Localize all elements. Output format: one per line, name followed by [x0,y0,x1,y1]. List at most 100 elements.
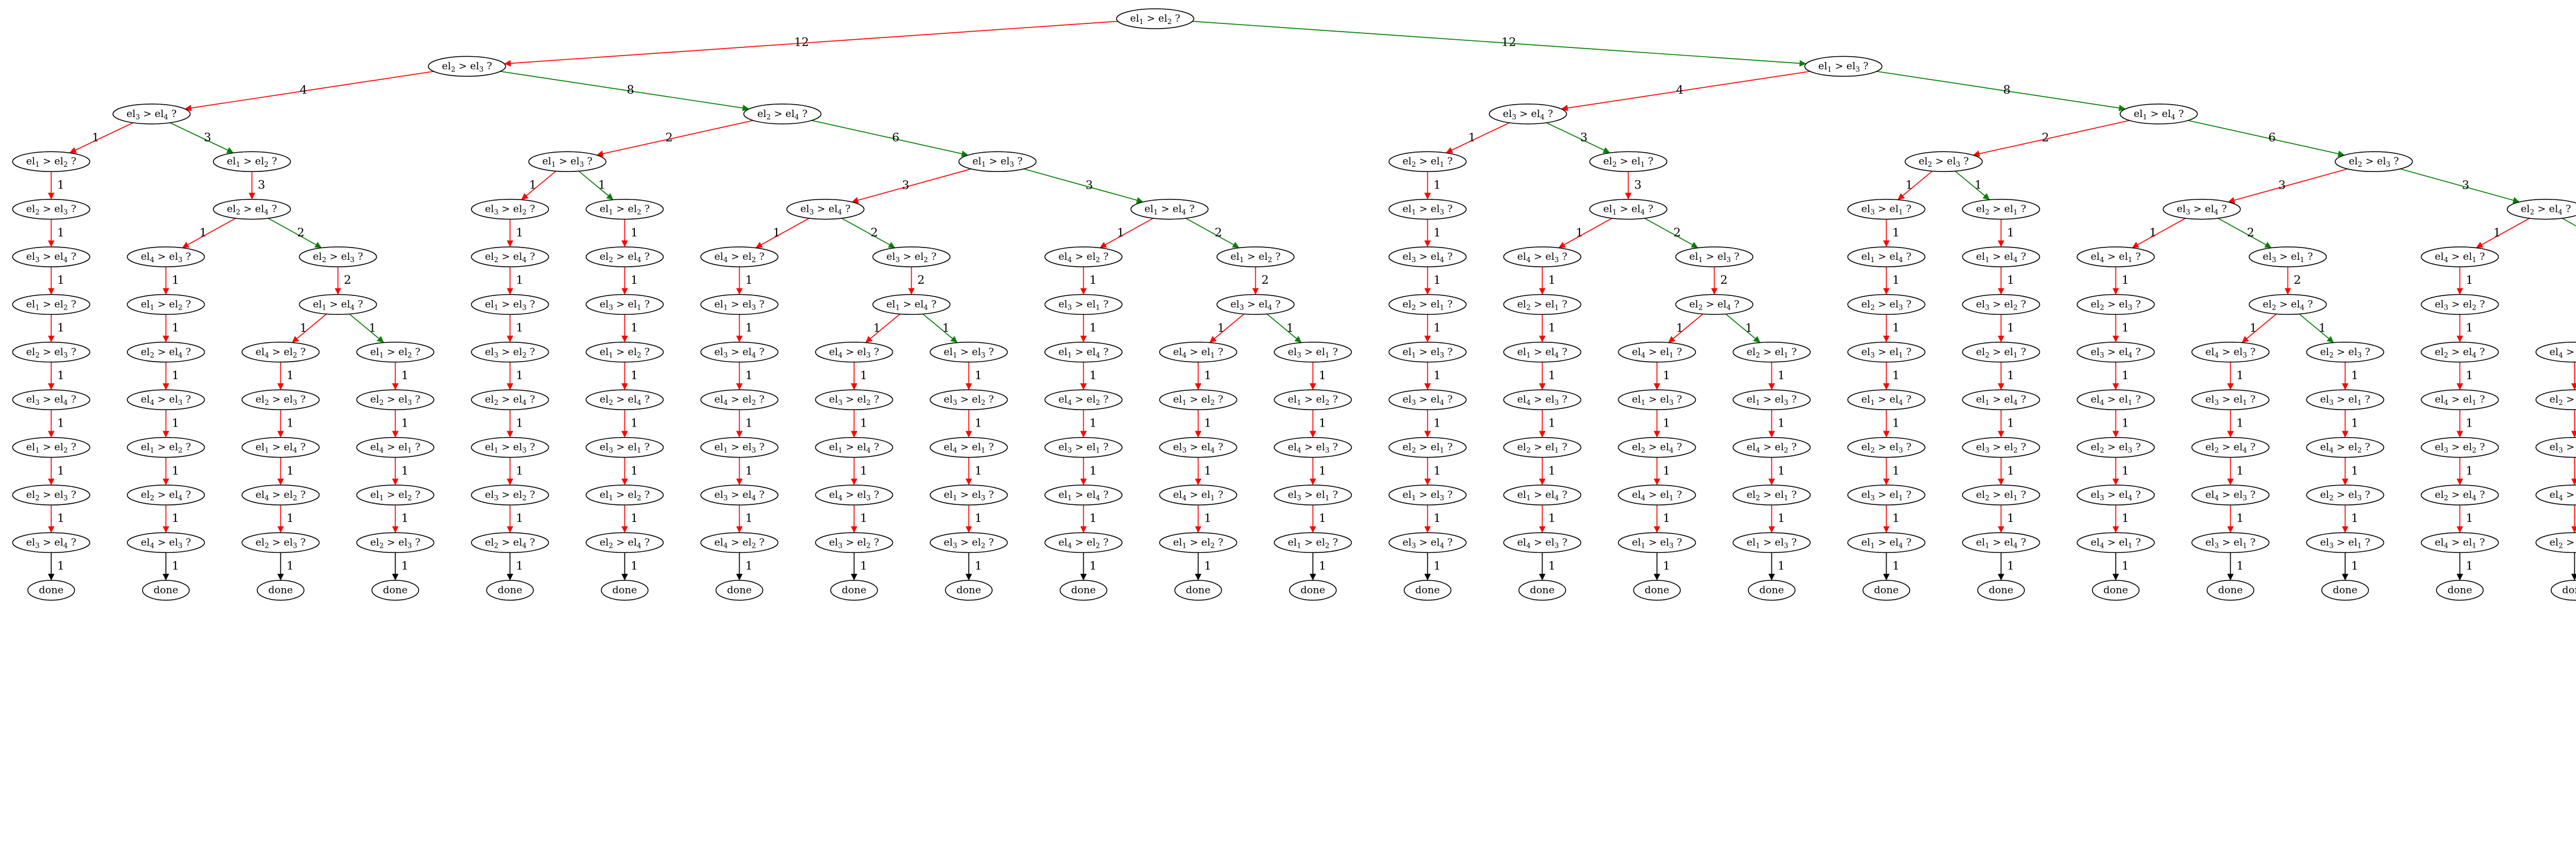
node-label: el1 > el4 ? [1517,346,1568,359]
node-label: el2 > el4 ? [141,489,191,502]
comparison-node: el2 > el3 ? [2306,484,2385,506]
node-label: el2 > el1 ? [1517,442,1568,455]
node-label: el2 > el1 ? [1403,156,1453,169]
comparison-node: el4 > el1 ? [2076,246,2155,267]
node-label: el4 > el3 ? [1517,537,1568,549]
edge-count-label: 1 [746,463,753,477]
comparison-node: el1 > el2 ? [12,436,91,458]
node-label: el3 > el1 ? [600,442,650,455]
node-ellipse [428,56,506,77]
edge-count-label: 1 [2122,415,2130,429]
node-label: el3 > el1 ? [600,298,650,311]
comparison-node: el2 > el4 ? [585,246,664,267]
node-label: el1 > el3 ? [1747,394,1797,407]
node-ellipse [1732,436,1811,458]
edge-count-label: 1 [1548,321,1556,335]
edge-count-label: 2 [344,273,352,287]
node-label: el3 > el4 ? [2091,346,2141,359]
node-ellipse [2506,198,2576,220]
comparison-node: el2 > el3 ? [1904,151,1983,172]
edge-count-label: 1 [598,178,606,192]
edge-count-label: 1 [1663,463,1671,477]
edge-count-label: 1 [1905,178,1913,192]
edge-count-label: 1 [516,321,524,335]
node-ellipse [2420,294,2499,315]
node-label: el1 > el3 ? [973,156,1023,169]
comparison-node: el1 > el2 ? [585,198,664,220]
comparison-node: el2 > el4 ? [2420,342,2499,363]
comparison-node: el1 > el2 ? [1159,532,1238,554]
node-label: el2 > el3 ? [2091,442,2141,455]
node-ellipse [2191,436,2270,458]
node-ellipse [585,246,664,267]
done-node: done [2206,580,2255,601]
node-label: el1 > el2 ? [227,156,277,169]
node-ellipse [1962,294,2041,315]
comparison-node: el1 > el3 ? [1617,389,1696,410]
node-ellipse [1847,246,1926,267]
node-label: done [2447,585,2472,596]
comparison-node: el2 > el3 ? [2076,294,2155,315]
node-label: el1 > el2 ? [141,442,191,455]
edge-count-label: 1 [57,368,65,382]
edge-count-label: 1 [631,225,638,239]
edge-count-label: 1 [942,321,950,335]
node-ellipse [2076,294,2155,315]
node-ellipse [2191,389,2270,410]
comparison-node: el1 > el3 ? [1732,389,1811,410]
node-label: done [1186,585,1210,596]
edge-count-label: 1 [746,559,753,573]
done-node: done [1747,580,1796,601]
comparison-node: el2 > el3 ? [12,484,91,506]
comparison-node: el1 > el4 ? [1589,198,1668,220]
edge-count-label: 1 [2466,511,2474,525]
comparison-node: el2 > el1 ? [1589,151,1668,172]
comparison-node: el3 > el4 ? [700,484,779,506]
edge-count-label: 1 [200,225,207,239]
tree-edge-no [865,314,901,343]
edge-count-label: 1 [2466,273,2474,287]
node-ellipse [2334,151,2413,172]
comparison-node: el2 > el3 ? [356,389,435,410]
comparison-node: el3 > el4 ? [2535,436,2576,458]
node-label: el4 > el1 ? [2435,537,2485,549]
comparison-node: el4 > el1 ? [1159,342,1238,363]
edge-count-label: 1 [860,559,868,573]
edge-count-label: 1 [1090,511,1097,525]
edge-count-label: 2 [1720,273,1728,287]
tree-edge-no [1973,120,2130,157]
comparison-node: el3 > el4 ? [1489,104,1567,125]
tree-edge-no [1668,314,1703,343]
comparison-node: el2 > el3 ? [1847,294,1926,315]
node-label: el4 > el2 ? [1059,537,1109,549]
node-label: done [1300,585,1325,596]
edge-count-label: 1 [287,511,294,525]
node-label: el1 > el3 ? [1689,251,1740,264]
edge-count-label: 1 [1319,415,1327,429]
node-ellipse [2535,342,2576,363]
node-ellipse [2076,532,2155,554]
node-ellipse [1044,484,1123,506]
node-ellipse [929,436,1008,458]
node-label: el2 > el4 ? [600,394,650,407]
node-ellipse [1273,484,1352,506]
edge-count-label: 3 [1580,130,1588,144]
edge-count-label: 1 [2122,559,2130,573]
node-ellipse [743,104,822,125]
node-ellipse [470,389,549,410]
node-label: el3 > el2 ? [485,346,535,359]
node-label: el1 > el3 ? [715,442,765,455]
comparison-node: el2 > el1 ? [1962,484,2041,506]
edge-count-label: 1 [1892,321,1900,335]
node-ellipse [585,342,664,363]
comparison-node: el4 > el2 ? [700,389,779,410]
tree-edge-labels: 1241111111111331111111122111111111111821… [57,35,2501,573]
node-ellipse [2191,484,2270,506]
comparison-node: el1 > el4 ? [241,436,320,458]
tree-edge-yes [1266,314,1302,343]
node-label: el3 > el2 ? [944,537,994,549]
node-label: el3 > el2 ? [485,204,535,216]
node-label: el2 > el1 ? [1976,204,2027,216]
edge-count-label: 1 [746,321,753,335]
